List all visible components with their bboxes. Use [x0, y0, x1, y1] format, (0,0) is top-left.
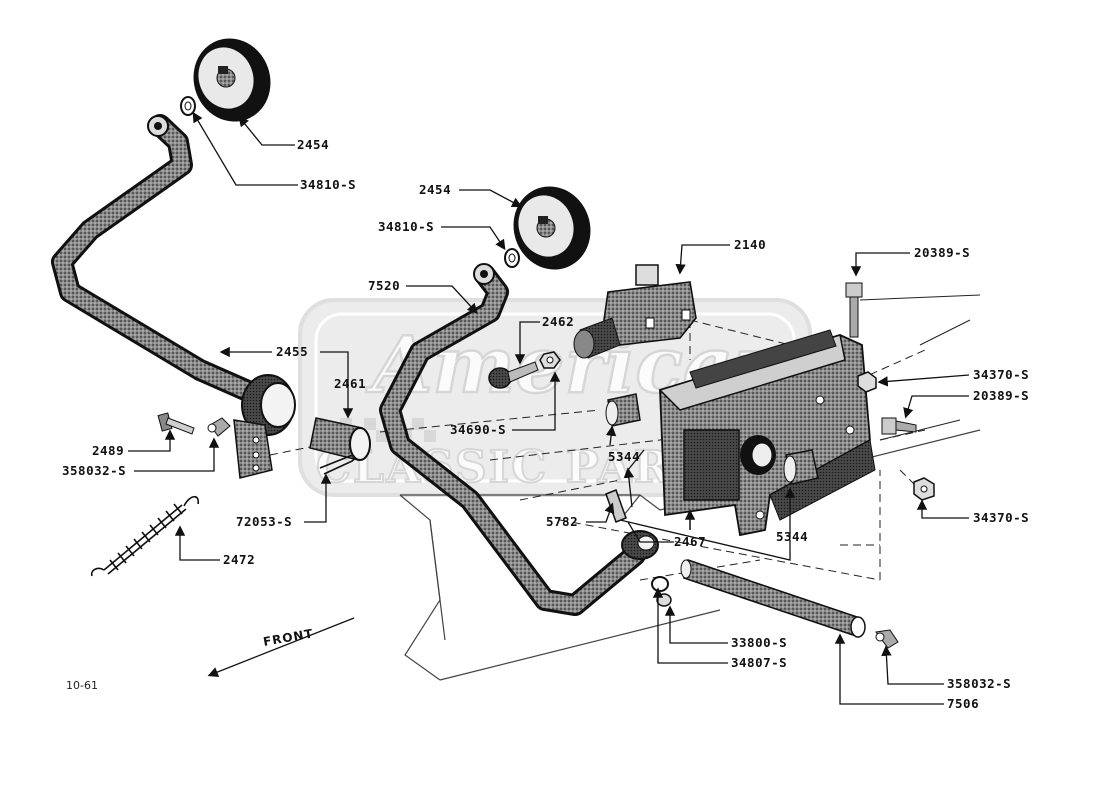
brake-pedal-arm	[379, 263, 659, 616]
master-cylinder	[573, 264, 697, 359]
label-5782: 5782	[546, 514, 578, 529]
return-spring	[90, 495, 200, 577]
eccentric-bolt	[488, 361, 539, 389]
grease-fitting-lower	[875, 629, 899, 649]
lock-washer-34807	[656, 593, 672, 607]
label-2472: 2472	[223, 552, 255, 567]
reference-lines	[859, 294, 981, 441]
washer-lower	[504, 248, 520, 268]
washer-upper	[180, 96, 196, 116]
washer-33800	[651, 576, 669, 592]
pedal-support-bracket	[658, 329, 876, 537]
label-2454-upper: 2454	[297, 137, 329, 152]
nut-34370-upper	[857, 371, 877, 393]
label-20389-upper: 20389-S	[914, 245, 970, 260]
leader-lines	[128, 111, 970, 705]
part-labels: 2454 34810-S 2454 34810-S 2140 20389-S 7…	[62, 137, 1029, 711]
bushing-5344-left	[605, 393, 641, 427]
label-2489: 2489	[92, 443, 124, 458]
label-20389-lower: 20389-S	[973, 388, 1029, 403]
label-2462: 2462	[542, 314, 574, 329]
label-7520: 7520	[368, 278, 400, 293]
label-34370-upper: 34370-S	[973, 367, 1029, 382]
figure-number: 10-61	[66, 679, 98, 692]
bolt-20389-lower	[881, 417, 917, 435]
label-5344-right: 5344	[776, 529, 808, 544]
bolt-2489	[157, 412, 195, 435]
bushing-2461	[309, 417, 371, 461]
nut-34370-lower	[913, 477, 935, 501]
pedal-pad-upper	[193, 38, 271, 122]
grease-fitting-upper	[207, 417, 231, 437]
label-358032-lower: 358032-S	[947, 676, 1011, 691]
label-33800: 33800-S	[731, 635, 787, 650]
pedal-shaft	[680, 558, 866, 638]
clutch-pedal-arm	[51, 114, 296, 479]
label-5344-left: 5344	[608, 449, 640, 464]
label-2467: 2467	[674, 534, 706, 549]
label-34810-lower: 34810-S	[378, 219, 434, 234]
bolt-20389-upper	[845, 282, 863, 338]
label-72053: 72053-S	[236, 514, 292, 529]
label-34690: 34690-S	[450, 422, 506, 437]
label-34370-lower: 34370-S	[973, 510, 1029, 525]
nut-34690	[539, 351, 561, 369]
bushing-5344-right	[783, 449, 819, 485]
label-34810-upper: 34810-S	[300, 177, 356, 192]
label-2140: 2140	[734, 237, 766, 252]
label-2454-lower: 2454	[419, 182, 451, 197]
label-2461: 2461	[334, 376, 366, 391]
label-2455: 2455	[276, 344, 308, 359]
label-34807: 34807-S	[731, 655, 787, 670]
front-direction-label: FRONT	[262, 626, 315, 649]
label-7506: 7506	[947, 696, 979, 711]
cotter-pin	[319, 454, 356, 475]
pedal-pad-lower	[513, 186, 591, 270]
label-358032-upper: 358032-S	[62, 463, 126, 478]
